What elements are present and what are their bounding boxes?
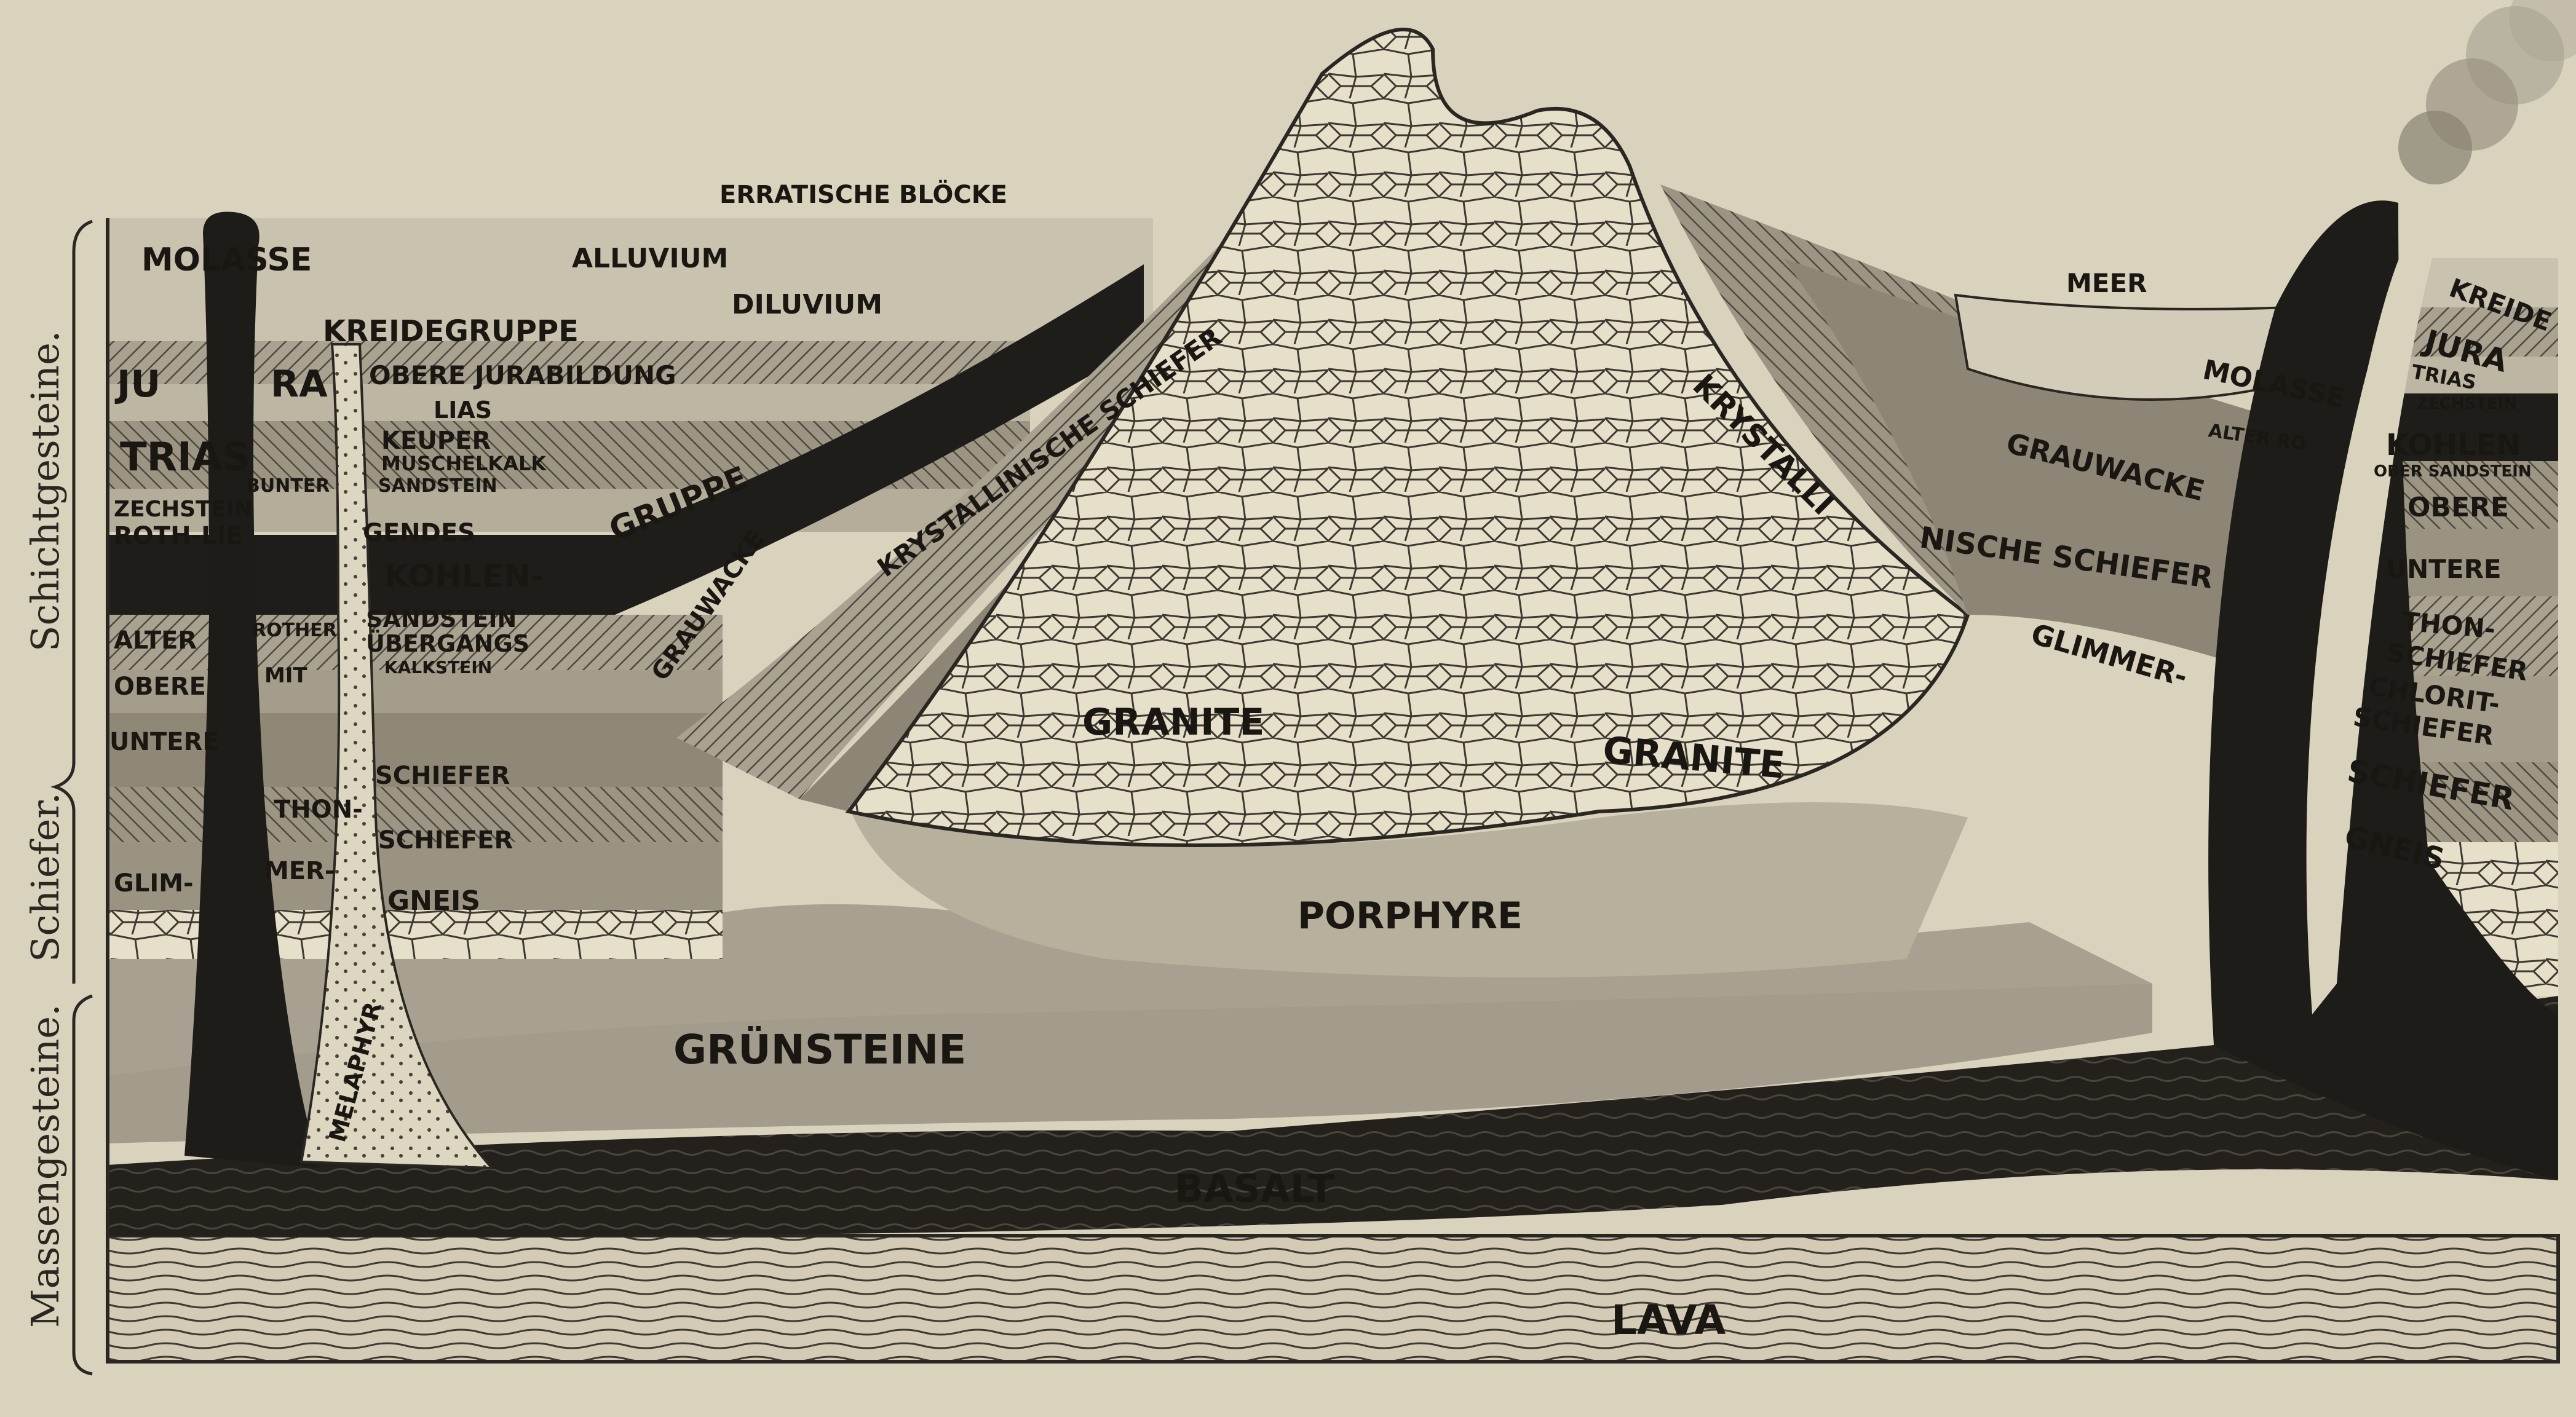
label-bunter-a: BUNTER (246, 475, 330, 497)
label-rother: ROTHER (252, 620, 337, 641)
label-jura-a: JU (114, 363, 161, 406)
label-mer: MER- (264, 857, 335, 885)
label-granite-1: GRANITE (1082, 701, 1264, 744)
label-uebergangs: ÜBERGANGS (366, 630, 529, 657)
side-label-massive: Massengesteine. (23, 1004, 68, 1328)
label-alluvium: ALLUVIUM (572, 243, 728, 274)
label-gendes: GENDES (363, 519, 475, 547)
label-kohlen-right: KOHLEN (2386, 428, 2521, 462)
label-lava: LAVA (1611, 1297, 1726, 1344)
side-label-sediment: Schichtgesteine. (23, 331, 68, 652)
label-untere-right: UNTERE (2386, 554, 2502, 584)
label-thon-left: THON- (274, 795, 363, 824)
label-molasse-left: MOLASSE (141, 242, 312, 278)
label-alter: ALTER (114, 626, 197, 655)
label-rothlie: ROTH-LIE (114, 522, 243, 550)
label-glim: GLIM- (114, 869, 194, 898)
label-meer: MEER (2066, 268, 2147, 298)
side-label-schist: Schiefer. (23, 792, 68, 962)
label-muschelkalk: MUSCHELKALK (381, 452, 547, 475)
label-kohlen-left: KOHLEN- (384, 558, 544, 595)
label-jura-b: RA (271, 363, 328, 406)
label-zechstein-left: ZECHSTEIN (114, 497, 253, 522)
label-ober-sandstein: OBER SANDSTEIN (2374, 462, 2532, 481)
label-untere-left: UNTERE (109, 728, 220, 756)
label-lias: LIAS (434, 397, 492, 424)
label-keuper: KEUPER (381, 427, 491, 455)
label-schiefer-1: SCHIEFER (375, 762, 510, 790)
label-obere-right: OBERE (2408, 492, 2509, 523)
label-sandstein: SANDSTEIN (366, 606, 517, 633)
label-erratische-bloecke: ERRATISCHE BLÖCKE (719, 180, 1007, 209)
label-basalt: BASALT (1175, 1166, 1334, 1211)
label-obere-left: OBERE (114, 673, 206, 701)
label-obere-jurabildung: OBERE JURABILDUNG (369, 360, 676, 390)
label-porphyre: PORPHYRE (1298, 894, 1523, 937)
label-gneis-left: GNEIS (387, 885, 480, 917)
label-kreidegruppe: KREIDEGRUPPE (323, 314, 579, 349)
label-diluvium: DILUVIUM (732, 289, 882, 320)
label-schiefer-2: SCHIEFER (378, 826, 513, 855)
molasse-kreide-band (108, 218, 1153, 341)
lava-layer (108, 1236, 2558, 1362)
label-zechstein-right: ZECHSTEIN (2417, 395, 2517, 413)
label-gruensteine: GRÜNSTEINE (673, 1026, 966, 1073)
label-mit: MIT (264, 663, 307, 688)
label-trias-left: TRIAS (120, 435, 250, 480)
label-bunter-b: SANDSTEIN (378, 475, 497, 497)
label-kalkstein: KALKSTEIN (384, 657, 492, 677)
